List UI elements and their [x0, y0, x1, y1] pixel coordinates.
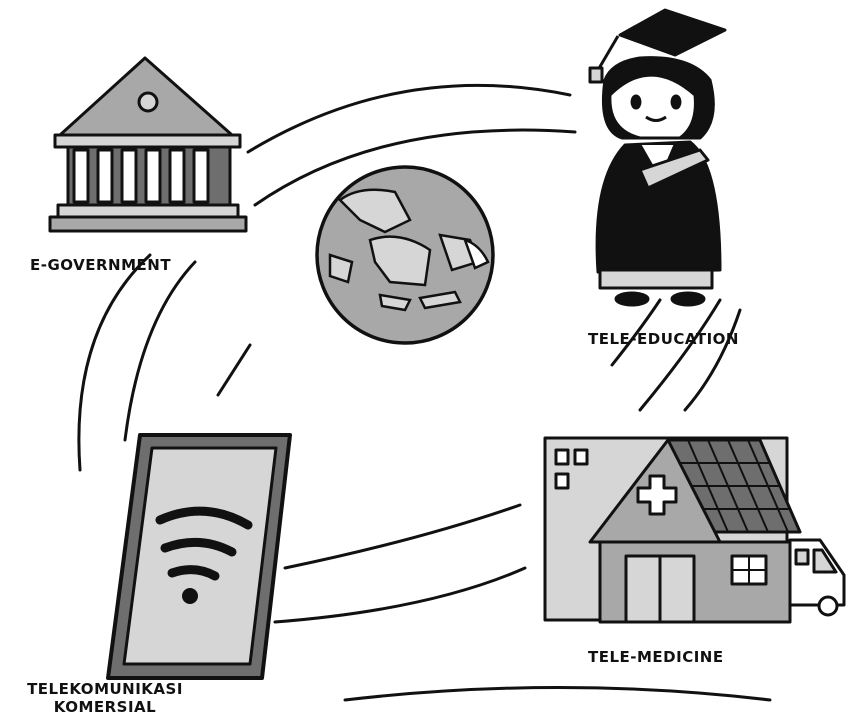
telekomunikasi-komersial-label: TELEKOMUNIKASI KOMERSIAL: [10, 680, 200, 716]
ambulance-icon: [788, 538, 846, 617]
telekom-label-line1: TELEKOMUNIKASI: [27, 680, 183, 698]
hospital-icon: [543, 436, 802, 624]
graduate-icon: [588, 8, 727, 307]
tele-education-label: TELE-EDUCATION: [588, 330, 739, 348]
orbit-lines: [77, 83, 772, 702]
globe-icon: [315, 165, 495, 345]
telekom-label-line2: KOMERSIAL: [53, 698, 157, 716]
tele-medicine-label: TELE-MEDICINE: [588, 648, 724, 666]
government-building-icon: [48, 56, 248, 233]
tablet-wifi-icon: [106, 433, 292, 680]
e-government-label: E-GOVERNMENT: [30, 256, 172, 274]
